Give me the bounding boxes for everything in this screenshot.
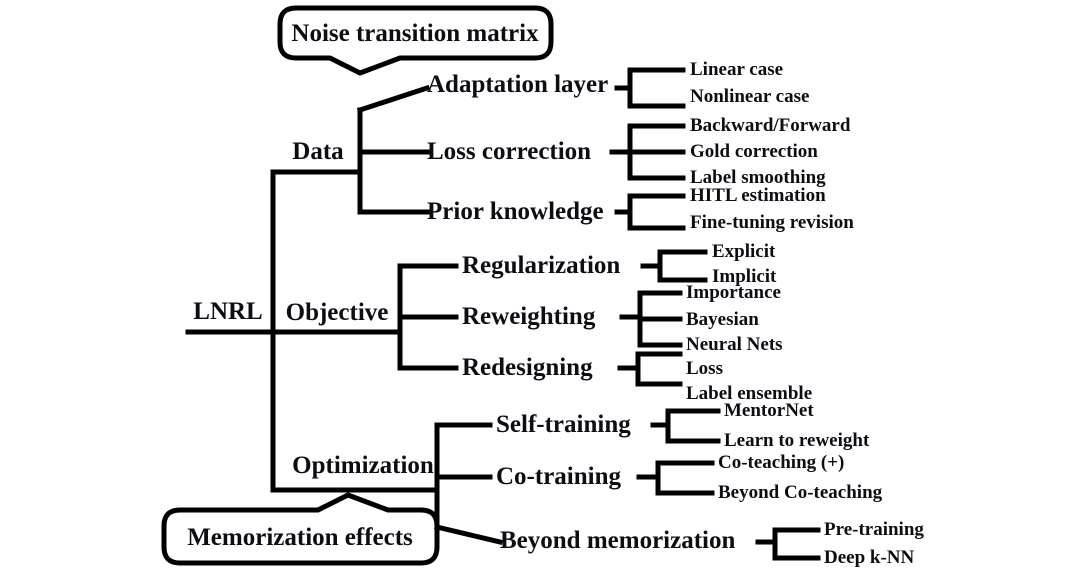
node-co-training: Co-training [496, 463, 621, 490]
node-prior-knowledge: Prior knowledge [427, 198, 604, 225]
callout-noise-transition-matrix: Noise transition matrix [291, 20, 539, 47]
leaf-beyond-co-teaching: Beyond Co-teaching [718, 482, 883, 503]
node-beyond-memorization: Beyond memorization [500, 527, 736, 554]
leaf-backward-forward: Backward/Forward [690, 115, 851, 136]
leaf-loss: Loss [686, 358, 723, 379]
leaf-co-teaching-plus: Co-teaching (+) [718, 452, 845, 473]
branch-label-data: Data [292, 138, 344, 165]
leaf-mentornet: MentorNet [724, 400, 814, 421]
callout-noise-shape [277, 5, 554, 76]
callout-memorization-shape [161, 492, 440, 566]
leaf-implicit: Implicit [712, 266, 777, 287]
leaf-neural-nets: Neural Nets [686, 334, 783, 355]
root-label: LNRL [193, 298, 263, 325]
optimization-to-beyond [433, 523, 504, 546]
leaf-gold-correction: Gold correction [690, 141, 818, 162]
leaf-pre-training: Pre-training [824, 519, 924, 540]
node-adaptation-layer: Adaptation layer [427, 71, 609, 98]
leaf-bayesian: Bayesian [686, 309, 759, 330]
callout-memorization-effects: Memorization effects [187, 524, 413, 551]
leaf-deep-knn: Deep k-NN [824, 547, 915, 568]
leaf-importance: Importance [686, 282, 781, 303]
node-reweighting: Reweighting [462, 303, 596, 330]
data-to-adaptation [356, 84, 431, 114]
leaf-explicit: Explicit [712, 241, 776, 262]
leaf-label-ensemble: Label ensemble [686, 383, 813, 404]
node-self-training: Self-training [496, 411, 631, 438]
leaf-nonlinear-case: Nonlinear case [690, 86, 810, 107]
branch-label-objective: Objective [285, 299, 389, 326]
branch-label-optimization: Optimization [292, 452, 434, 479]
node-regularization: Regularization [462, 252, 621, 279]
leaf-hitl-estimation: HITL estimation [690, 185, 826, 206]
node-redesigning: Redesigning [462, 354, 593, 381]
leaf-learn-to-reweight: Learn to reweight [724, 430, 870, 451]
leaf-label-smoothing: Label smoothing [690, 167, 826, 188]
node-loss-correction: Loss correction [427, 138, 592, 165]
leaf-linear-case: Linear case [690, 59, 784, 80]
leaf-fine-tuning-revision: Fine-tuning revision [690, 212, 854, 233]
